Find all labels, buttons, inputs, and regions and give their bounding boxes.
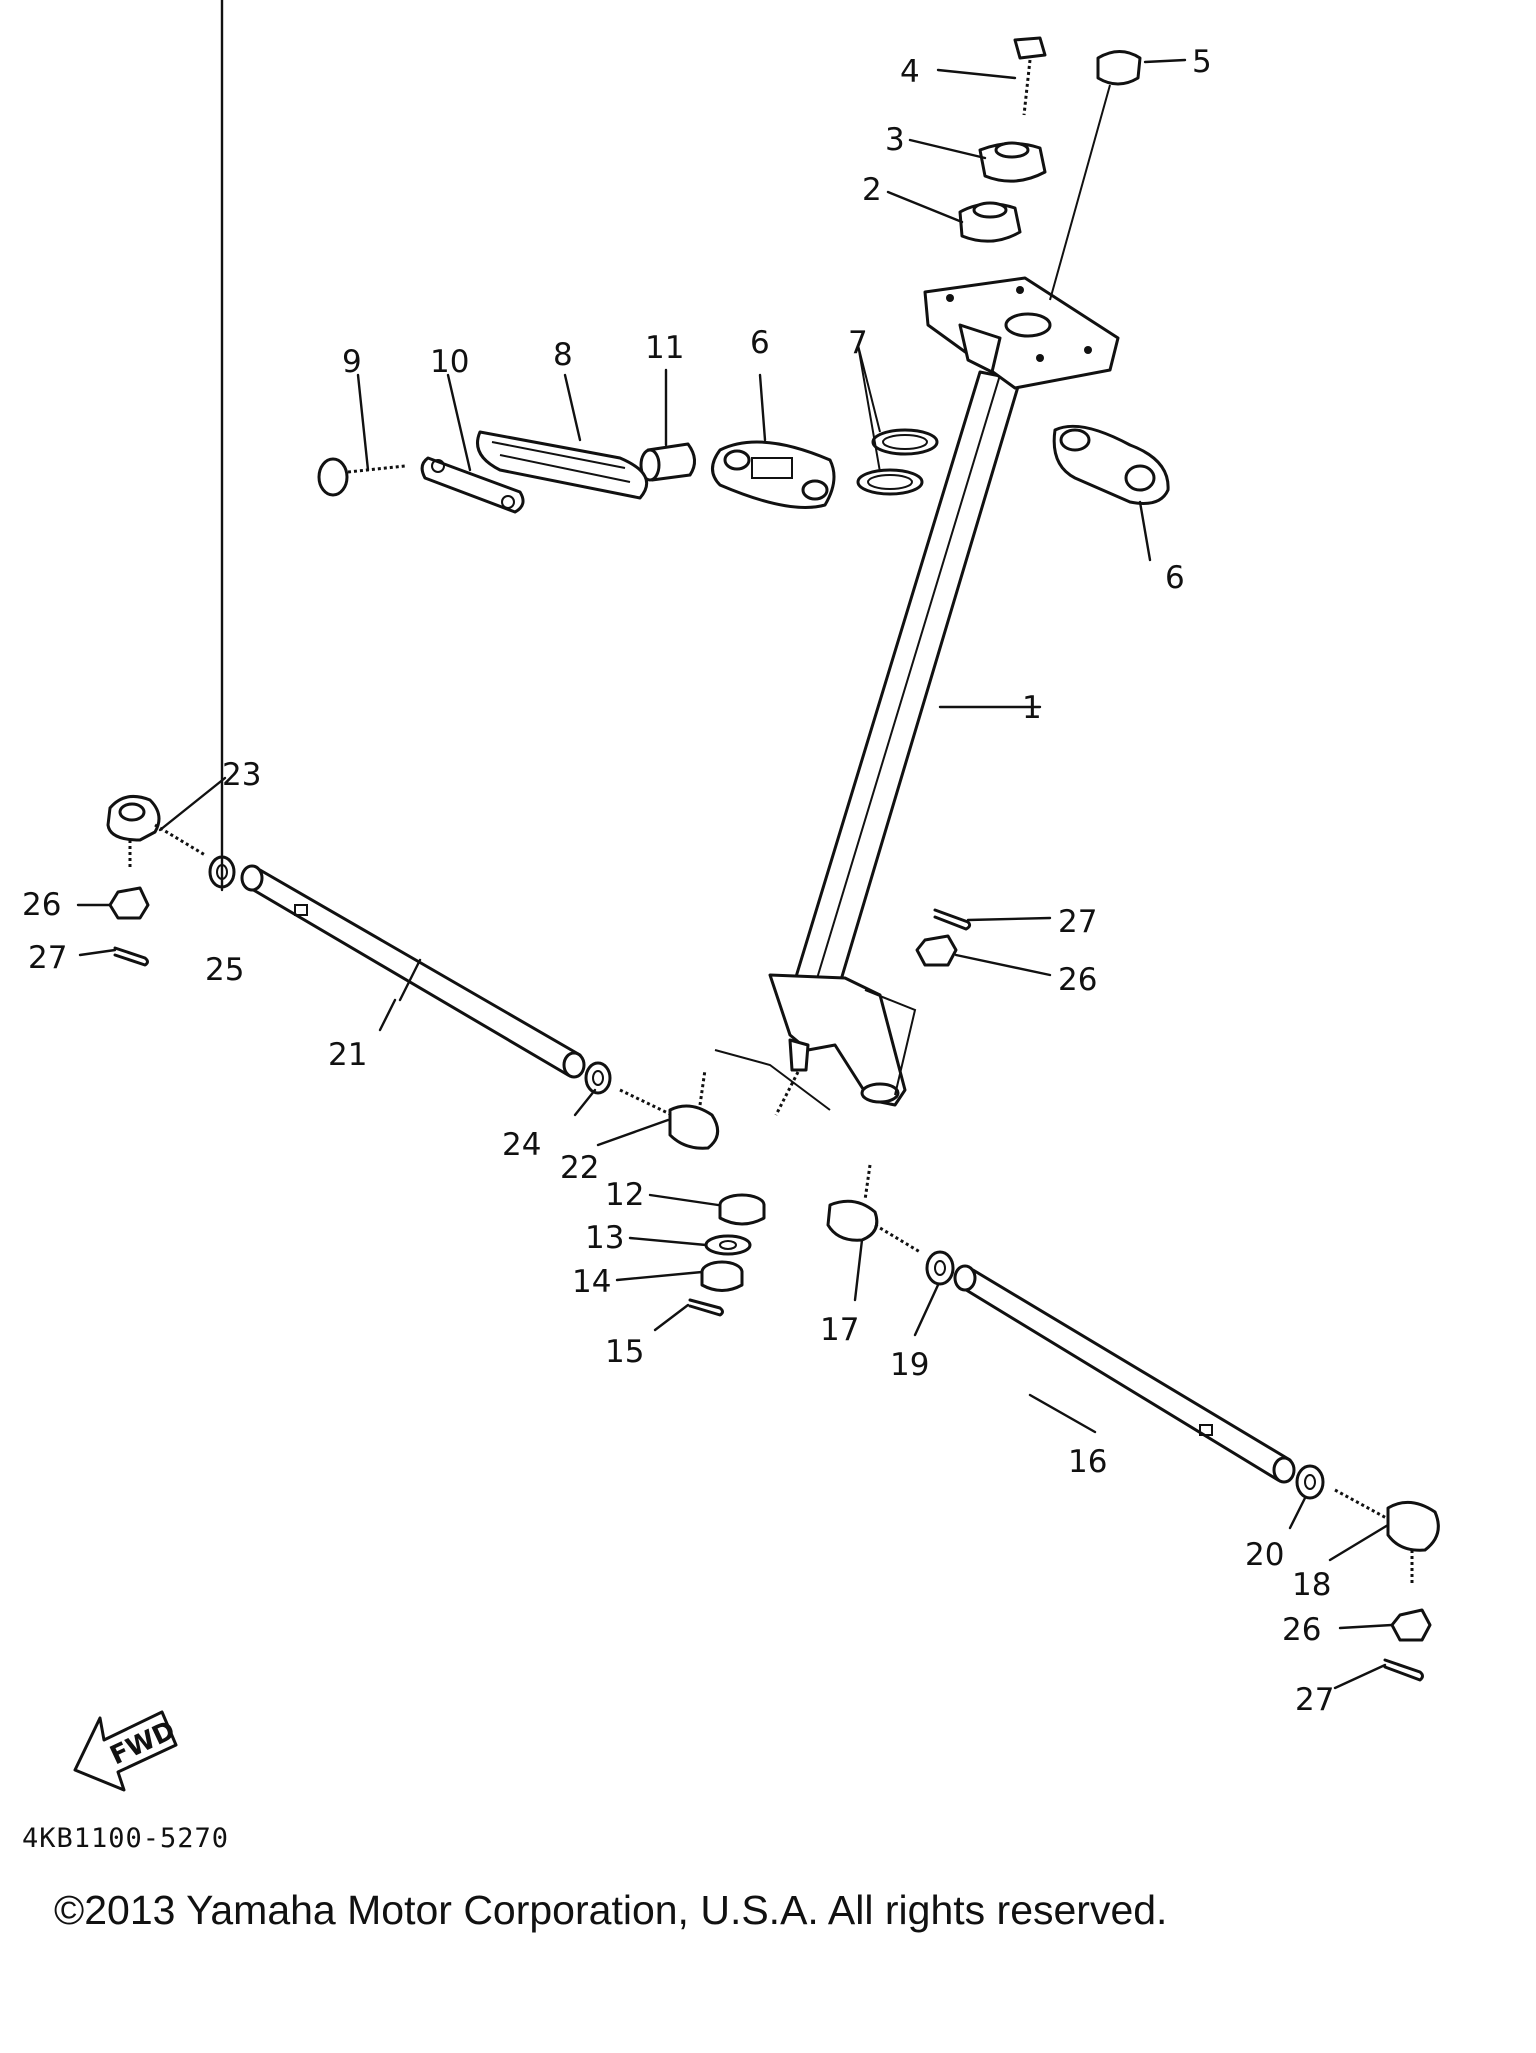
callout-4: 4 — [900, 54, 920, 90]
shaft-holder-left — [711, 440, 836, 509]
callout-3: 3 — [885, 122, 905, 158]
callout-10: 10 — [430, 344, 469, 380]
callout-27-upper: 27 — [1058, 904, 1097, 940]
cotter-pin-27-upper — [933, 908, 972, 931]
callout-numbers: 4 5 3 2 6 1 7 6 11 8 10 9 23 26 27 25 21… — [22, 44, 1334, 1718]
callout-5: 5 — [1192, 44, 1212, 80]
nut-26-left — [108, 886, 150, 920]
holder-lower — [958, 201, 1022, 243]
callout-6-right: 6 — [1165, 560, 1185, 596]
collar-12 — [718, 1193, 766, 1226]
copyright-notice: ©2013 Yamaha Motor Corporation, U.S.A. A… — [54, 1887, 1168, 1933]
callout-21: 21 — [328, 1037, 367, 1073]
oil-seal-upper — [871, 428, 939, 456]
lock-washer-10 — [420, 456, 525, 514]
callout-27-left: 27 — [28, 940, 67, 976]
spring-8 — [476, 430, 649, 500]
callout-6-left: 6 — [750, 325, 770, 361]
diagram-code: 4KB1100-5270 — [22, 1823, 230, 1854]
callout-20: 20 — [1245, 1537, 1284, 1573]
nut-20 — [1295, 1464, 1325, 1500]
callout-14: 14 — [572, 1264, 611, 1300]
callout-26-left: 26 — [22, 887, 61, 923]
pitman-arm — [714, 973, 917, 1116]
washer-13 — [704, 1234, 752, 1256]
callout-8: 8 — [553, 337, 573, 373]
callout-27-right: 27 — [1295, 1682, 1334, 1718]
shaft-holder-right — [1052, 424, 1170, 505]
forward-direction-arrow: FWD — [73, 1710, 180, 1792]
cotter-pin-27-left — [113, 946, 149, 967]
callout-7: 7 — [848, 325, 868, 361]
callout-16: 16 — [1068, 1444, 1107, 1480]
leader-lines — [76, 0, 1394, 1690]
callout-26-upper: 26 — [1058, 962, 1097, 998]
callout-11: 11 — [645, 330, 684, 366]
tie-rod-end-17 — [826, 1164, 921, 1254]
callout-1: 1 — [1022, 690, 1042, 726]
nut-24 — [584, 1061, 612, 1095]
oil-seal-lower — [856, 468, 924, 496]
nut-26-upper — [915, 934, 958, 967]
bolt-9 — [317, 457, 406, 497]
bolt-4 — [1013, 36, 1047, 116]
tie-rod-end-18 — [1334, 1488, 1440, 1585]
callout-25: 25 — [205, 952, 244, 988]
callout-2: 2 — [862, 172, 882, 208]
callout-12: 12 — [605, 1177, 644, 1213]
collar-11 — [639, 442, 696, 482]
callout-15: 15 — [605, 1334, 644, 1370]
tie-rod-end-22 — [619, 1069, 720, 1150]
callout-22: 22 — [560, 1150, 599, 1186]
nut-26-right — [1390, 1608, 1432, 1642]
callout-18: 18 — [1292, 1567, 1331, 1603]
callout-9: 9 — [342, 344, 362, 380]
tie-rod-right — [953, 1264, 1296, 1484]
callout-13: 13 — [585, 1220, 624, 1256]
cap-5 — [1049, 50, 1142, 301]
upper-handlebar-bracket — [923, 276, 1120, 390]
cotter-pin-27-right — [1383, 1658, 1424, 1682]
nut-19 — [925, 1250, 955, 1286]
holder-upper — [978, 141, 1047, 183]
callout-26-right: 26 — [1282, 1612, 1321, 1648]
nut-14 — [700, 1260, 744, 1292]
tie-rod-end-23 — [106, 794, 206, 868]
callout-23: 23 — [222, 757, 261, 793]
callout-19: 19 — [890, 1347, 929, 1383]
callout-17: 17 — [820, 1312, 859, 1348]
callout-24: 24 — [502, 1127, 541, 1163]
cotter-pin-15 — [688, 1298, 724, 1317]
